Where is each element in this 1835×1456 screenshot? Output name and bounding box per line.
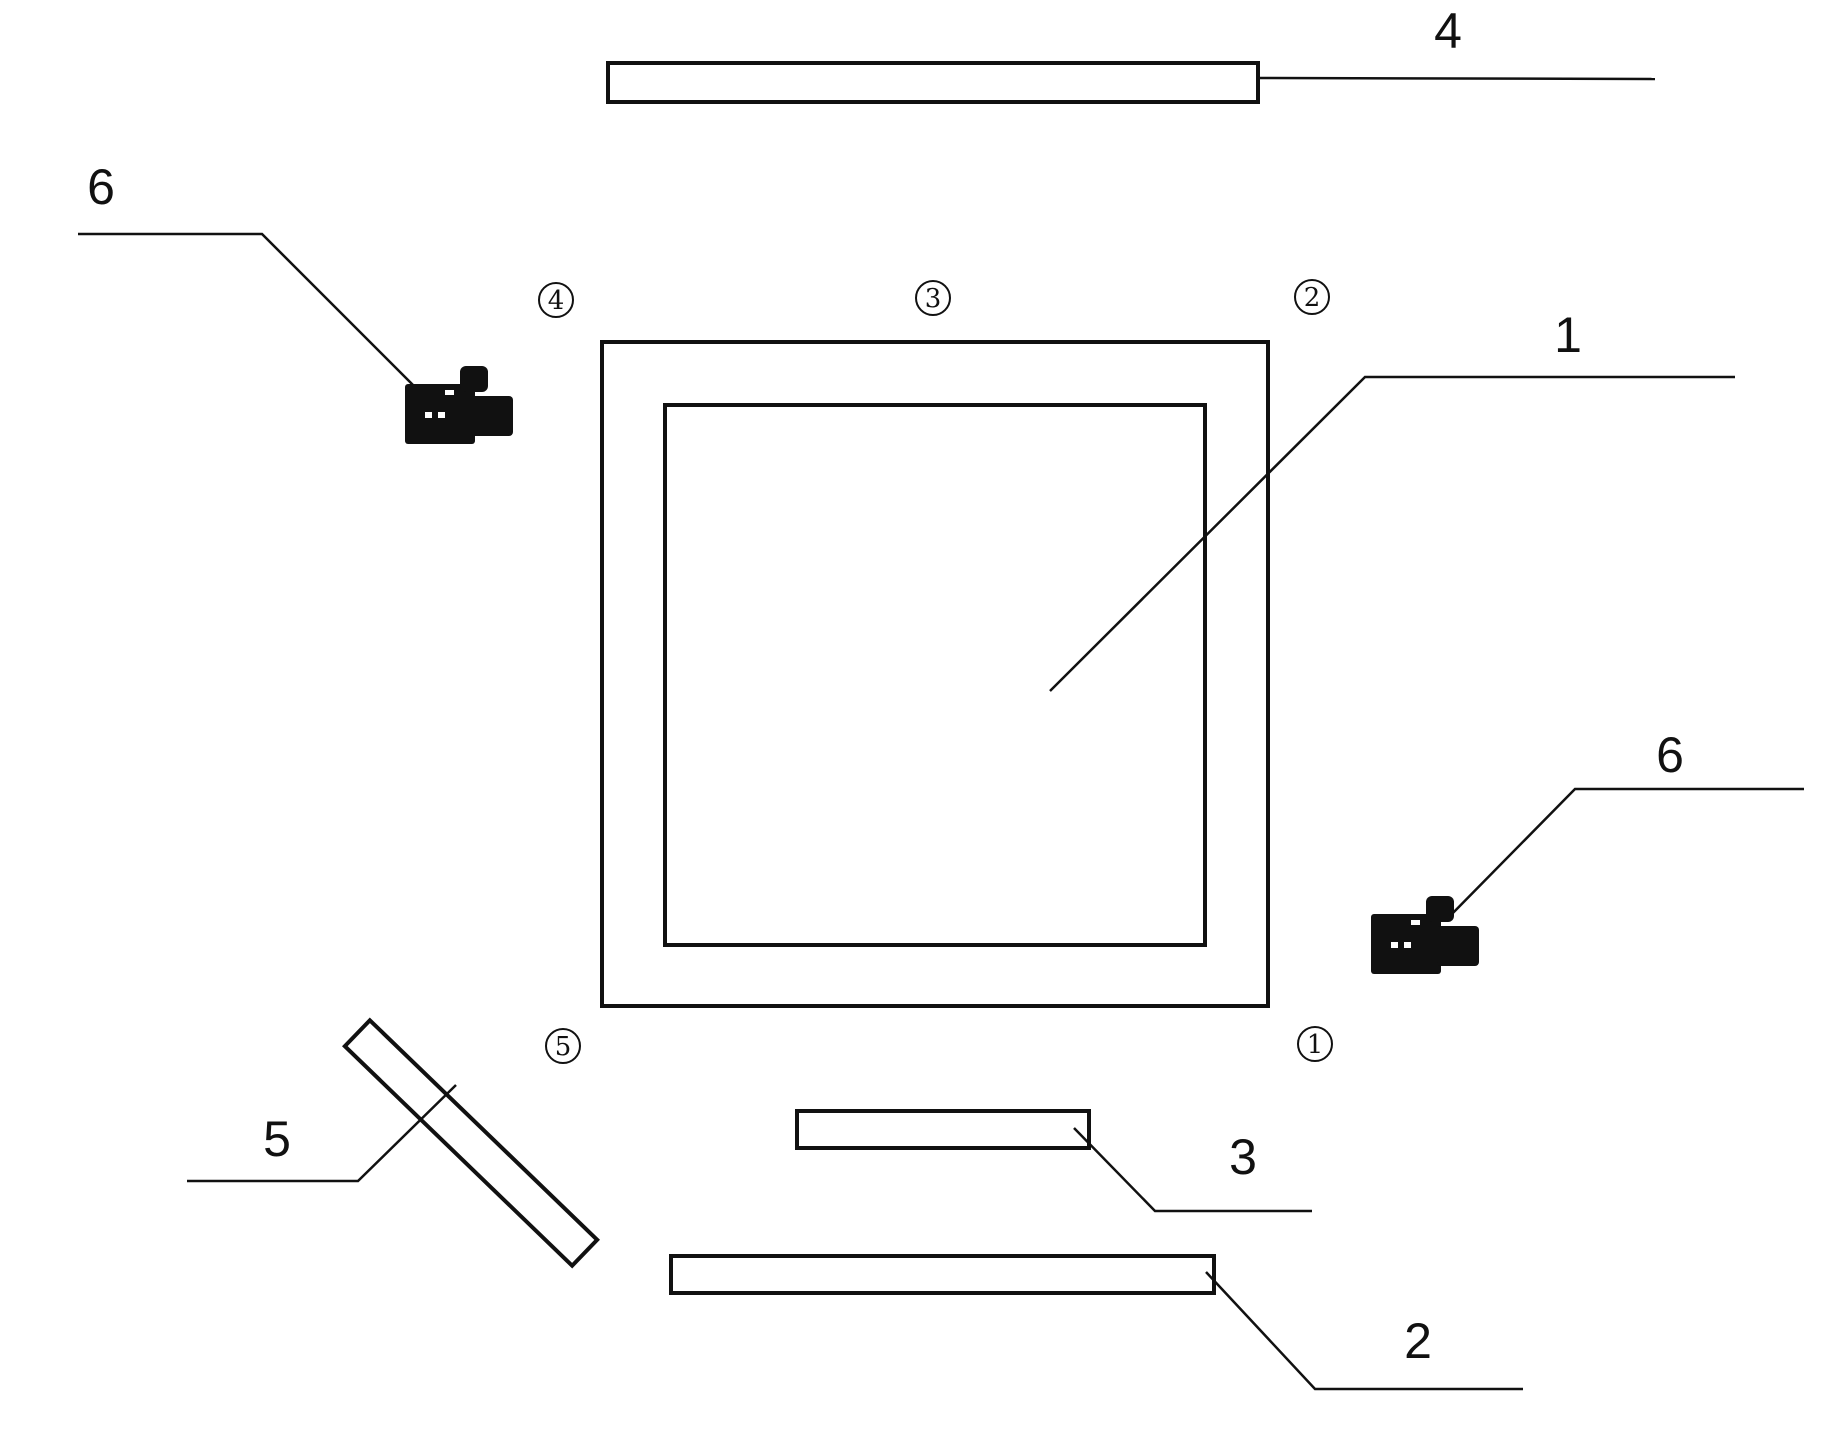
component-2-bar (669, 1254, 1216, 1295)
camera-light-left (425, 412, 432, 418)
component-4-bar (606, 61, 1260, 104)
position-marker-3-label: 3 (925, 284, 942, 314)
position-marker-3: 3 (915, 280, 951, 316)
camera-slot (1411, 920, 1420, 925)
callout-label-3: 3 (1229, 1129, 1257, 1185)
component-3-bar (795, 1109, 1091, 1150)
leader-line-6-top (78, 232, 421, 393)
callout-label-5: 5 (263, 1111, 291, 1167)
position-marker-5-label: 5 (555, 1032, 572, 1062)
position-marker-5-ring (545, 1028, 581, 1064)
position-marker-2-ring (1294, 279, 1330, 315)
leader-line-1 (1049, 375, 1735, 692)
leader-line-4 (1257, 76, 1656, 81)
camera-lens-housing (471, 396, 513, 436)
component-5-bar (342, 1017, 600, 1269)
leader-line-5 (187, 1084, 457, 1183)
component-5-group (342, 1017, 600, 1269)
camera-light-right (438, 412, 445, 418)
position-marker-2-label: 2 (1304, 283, 1321, 313)
callout-label-1: 1 (1554, 307, 1582, 363)
position-marker-1-ring (1297, 1026, 1333, 1062)
camera-viewfinder (460, 366, 488, 392)
leader-line-2 (1205, 1271, 1523, 1391)
camera-light-right (1404, 942, 1411, 948)
camera-slot (445, 390, 454, 395)
video-camera-icon (1371, 896, 1479, 974)
position-marker-5: 5 (545, 1028, 581, 1064)
position-marker-4-label: 4 (548, 286, 565, 316)
position-marker-4-ring (538, 282, 574, 318)
camera-light-left (1391, 942, 1398, 948)
callout-label-6-top: 6 (87, 159, 115, 215)
callout-label-2: 2 (1404, 1313, 1432, 1369)
position-marker-1-label: 1 (1307, 1030, 1324, 1060)
position-marker-2: 2 (1294, 279, 1330, 315)
camera-lens-housing (1437, 926, 1479, 966)
position-marker-3-ring (915, 280, 951, 316)
leader-line-6-right (1445, 787, 1804, 921)
leader-line-3 (1073, 1127, 1312, 1213)
position-marker-1: 1 (1297, 1026, 1333, 1062)
position-marker-4: 4 (538, 282, 574, 318)
video-camera-icon (405, 366, 513, 444)
inner-frame (663, 403, 1207, 947)
callout-label-6-right: 6 (1656, 727, 1684, 783)
callout-label-4: 4 (1434, 3, 1462, 59)
camera-viewfinder (1426, 896, 1454, 922)
